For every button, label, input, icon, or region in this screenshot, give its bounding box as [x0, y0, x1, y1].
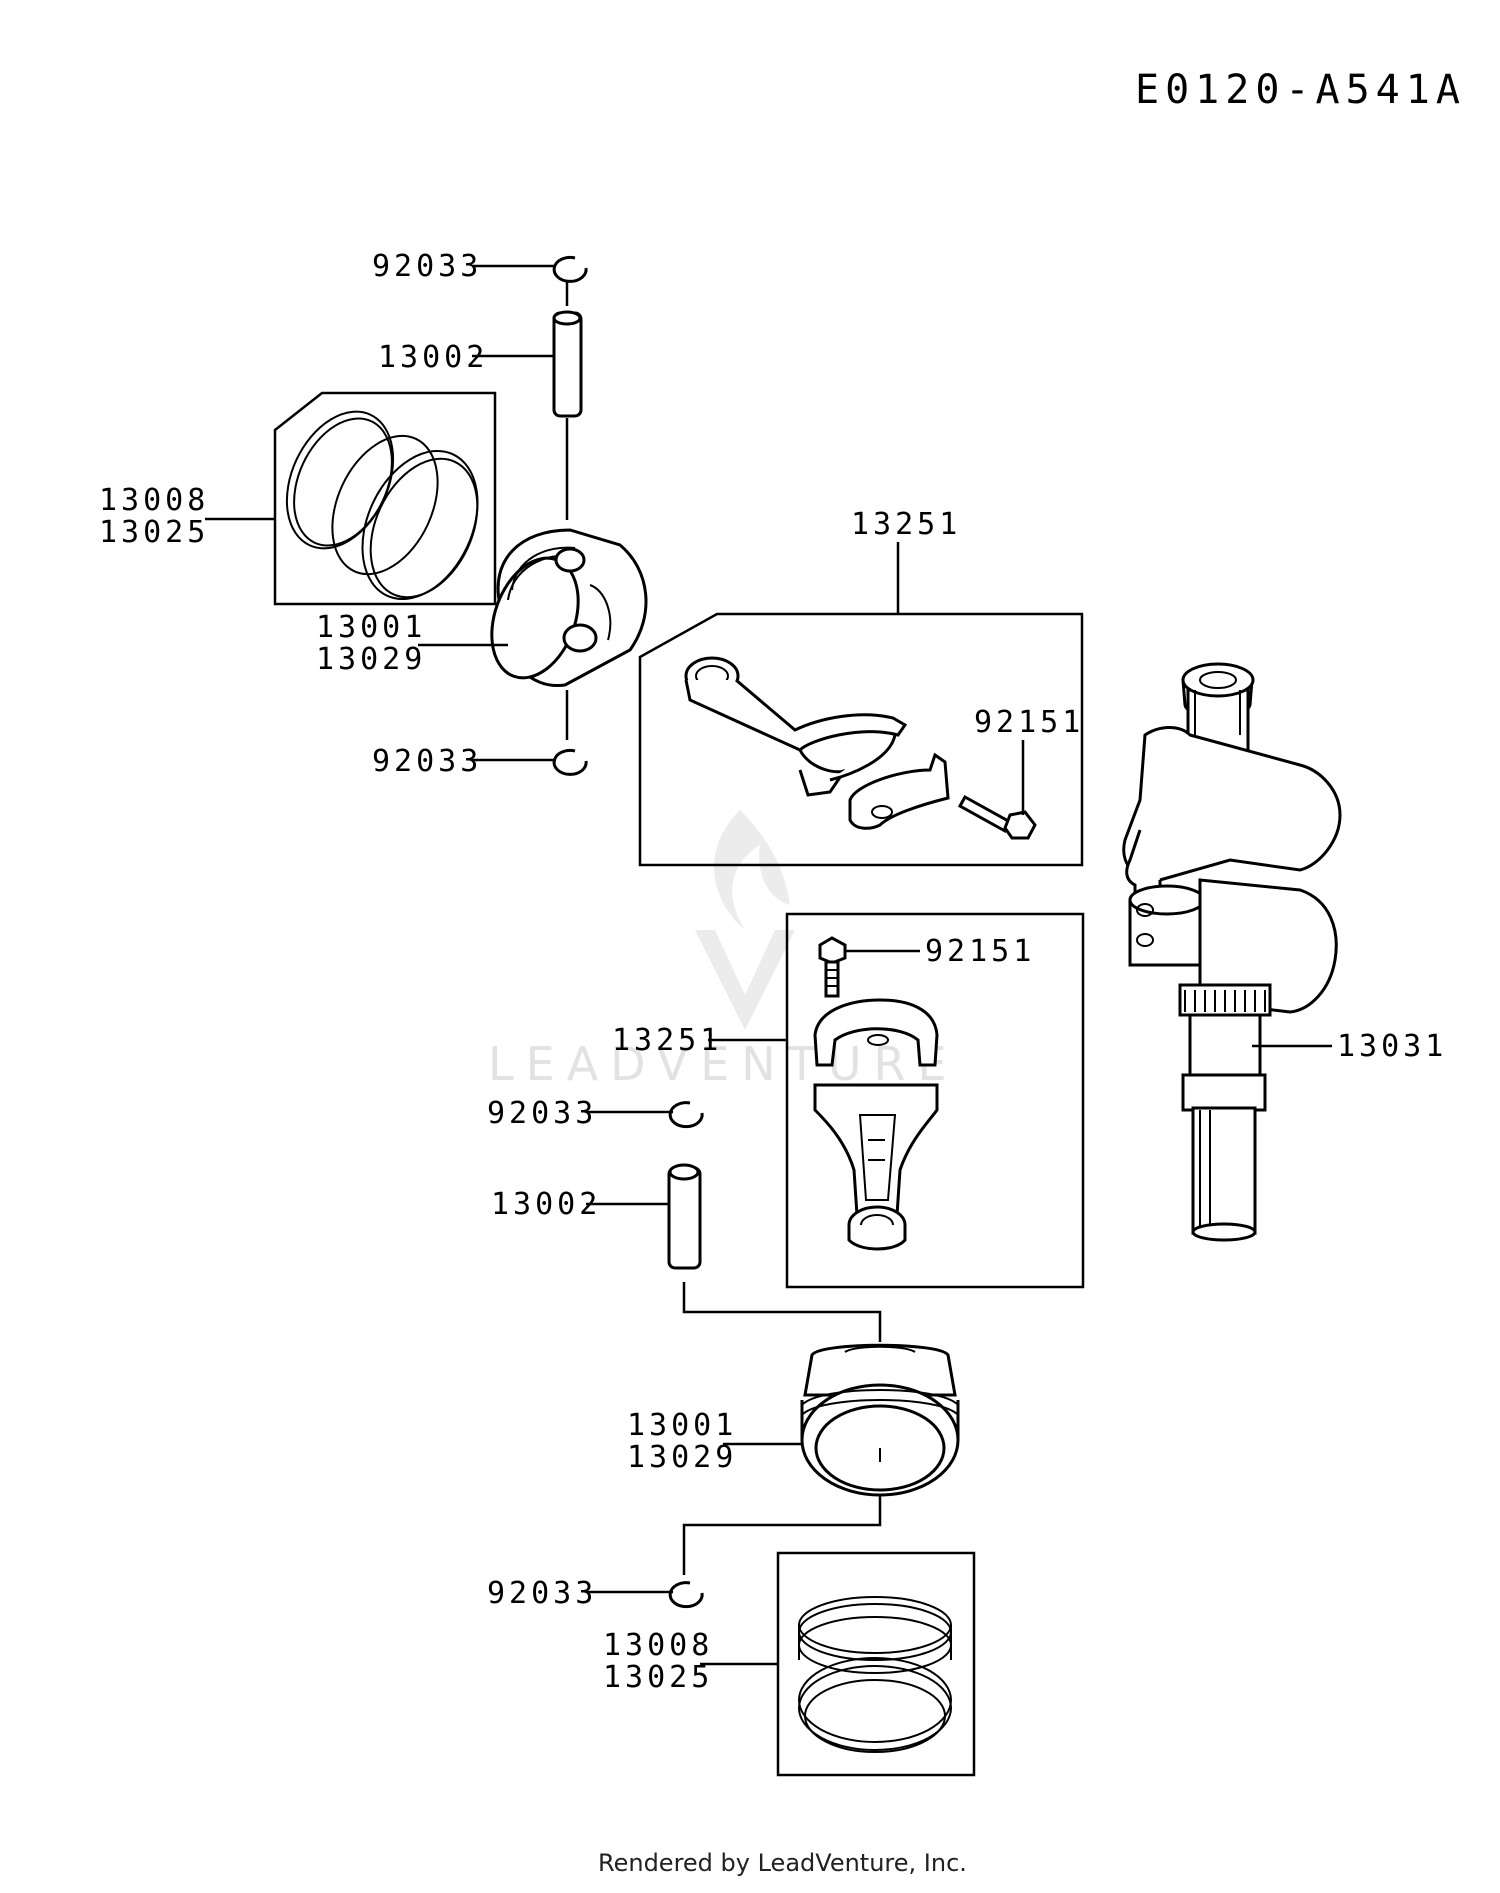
piston-rings-icon[interactable] [798, 1596, 952, 1753]
footer-credit: Rendered by LeadVenture, Inc. [598, 1849, 967, 1877]
callout-upper-rings-a[interactable]: 13008 [99, 483, 209, 518]
callout-upper-piston-b[interactable]: 13029 [316, 642, 426, 677]
callout-upper-rod-set[interactable]: 13251 [851, 507, 961, 542]
callout-lower-clip-bottom[interactable]: 92033 [487, 1576, 597, 1611]
callout-lower-rod-bolt[interactable]: 92151 [925, 934, 1035, 969]
callout-crankshaft[interactable]: 13031 [1337, 1029, 1447, 1064]
circlip-icon[interactable] [668, 1101, 704, 1129]
callout-lower-piston-b[interactable]: 13029 [627, 1440, 737, 1475]
callout-lower-rod-set[interactable]: 13251 [612, 1023, 722, 1058]
callout-lower-rings-b[interactable]: 13025 [603, 1660, 713, 1695]
piston-icon[interactable] [476, 528, 648, 690]
callout-upper-piston-a[interactable]: 13001 [316, 610, 426, 645]
connecting-rod-icon[interactable] [813, 998, 939, 1251]
bolt-icon[interactable] [818, 936, 847, 998]
piston-pin-icon[interactable] [552, 310, 583, 418]
circlip-icon[interactable] [668, 1581, 704, 1609]
piston-pin-icon[interactable] [667, 1163, 702, 1270]
callout-upper-clip-bottom[interactable]: 92033 [372, 744, 482, 779]
callout-upper-rod-bolt[interactable]: 92151 [974, 705, 1084, 740]
circlip-icon[interactable] [552, 255, 588, 283]
piston-icon[interactable] [800, 1343, 960, 1497]
diagram-code: E0120-A541A [1135, 67, 1466, 113]
piston-rings-icon[interactable] [266, 394, 500, 617]
callout-lower-piston-a[interactable]: 13001 [627, 1408, 737, 1443]
callout-upper-clip-top[interactable]: 92033 [372, 249, 482, 284]
crankshaft-icon[interactable] [1122, 662, 1342, 1242]
callout-lower-pin[interactable]: 13002 [491, 1187, 601, 1222]
callout-upper-pin[interactable]: 13002 [378, 340, 488, 375]
callout-upper-rings-b[interactable]: 13025 [99, 515, 209, 550]
watermark-text: LEADVENTURE [488, 1037, 959, 1091]
circlip-icon[interactable] [552, 748, 588, 776]
callout-lower-rings-a[interactable]: 13008 [603, 1628, 713, 1663]
connecting-rod-icon[interactable] [684, 656, 950, 830]
watermark: LEADVENTURE [488, 810, 959, 1091]
bolt-icon[interactable] [957, 794, 1037, 840]
callout-lower-clip-top[interactable]: 92033 [487, 1096, 597, 1131]
